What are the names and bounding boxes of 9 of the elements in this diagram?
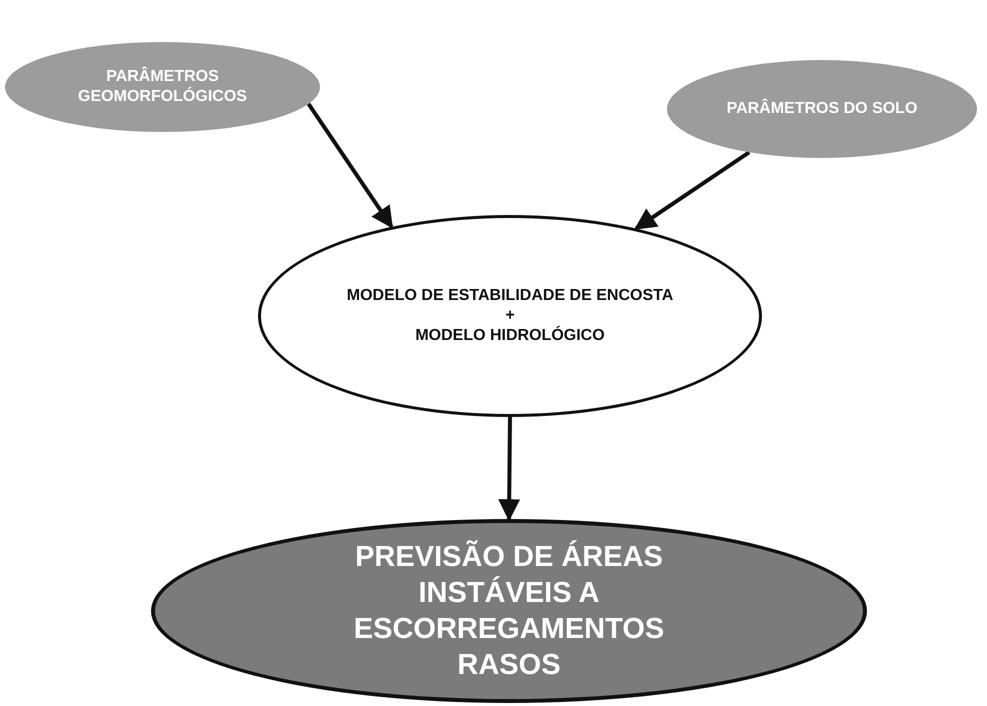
arrow	[498, 416, 520, 522]
node-text: PARÂMETROS GEOMORFOLÓGICOS	[77, 67, 248, 107]
arrow	[634, 150, 750, 230]
arrow	[306, 102, 394, 229]
node-text: PARÂMETROS DO SOLO	[726, 99, 918, 119]
node-text: MODELO HIDROLÓGICO	[415, 326, 605, 346]
node-text: PREVISÃO DE ÁREAS INSTÁVEIS A ESCORREGAMENTOS RASOS	[352, 539, 666, 684]
node-text: MODELO DE ESTABILIDADE DE ENCOSTA	[346, 286, 674, 306]
node-text: +	[505, 306, 515, 326]
